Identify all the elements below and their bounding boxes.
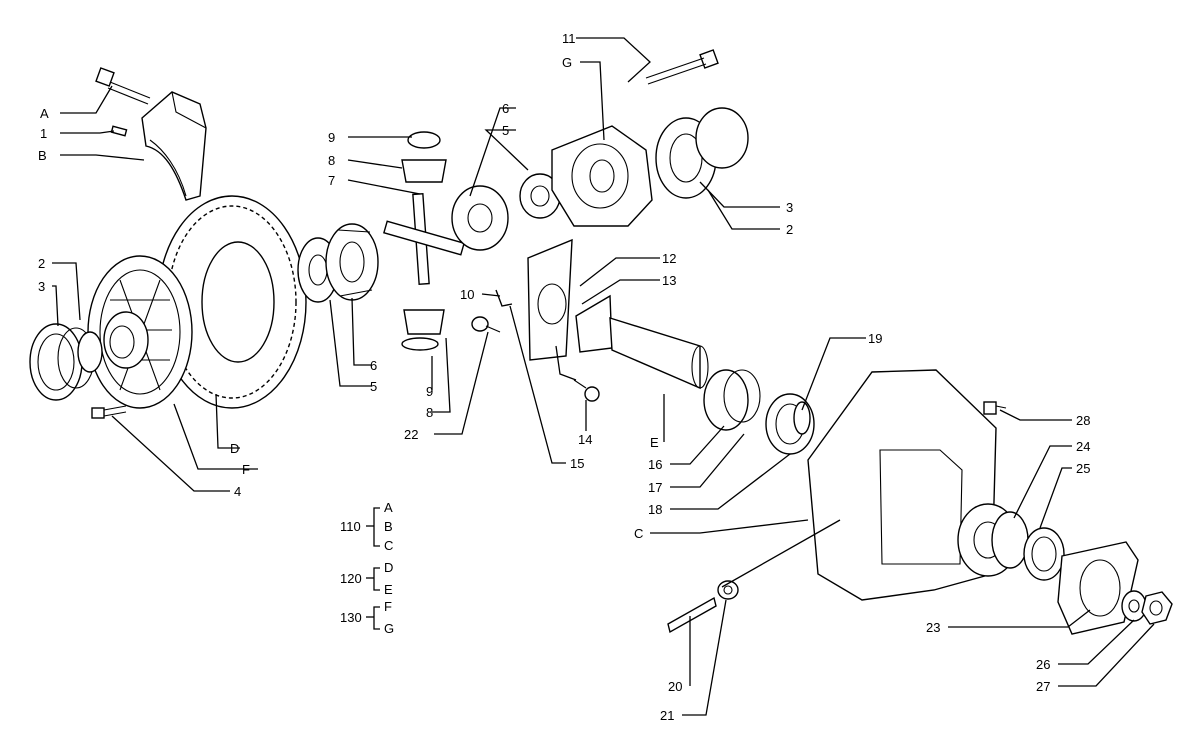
bolt-28 [983,401,1007,415]
label-26: 26 [1036,657,1050,672]
pinion-gear-upper [401,131,447,183]
bolt-4 [91,405,127,419]
bolt-a [95,67,151,105]
legend-code-110: 110 [340,519,361,534]
bearing-upper-right [655,107,749,199]
side-gear-left [297,223,379,303]
pinion-gear-lower [401,309,445,351]
legend-120: 120 D E [340,560,393,597]
label-9-upper: 9 [328,130,335,145]
label-6-right: 6 [502,101,509,116]
label-e: E [650,435,659,450]
label-15: 15 [570,456,584,471]
label-21: 21 [660,708,674,723]
callout-labels: A 1 B 2 3 4 F D 5 6 7 8 9 9 8 22 6 5 G 1… [38,31,1090,723]
label-1: 1 [40,126,47,141]
label-g: G [562,55,572,70]
legend-item-d: D [384,560,393,575]
nut-27 [1141,591,1173,625]
legend-item-b: B [384,519,393,534]
pin-1 [110,125,128,137]
legend-item-g: G [384,621,394,636]
legend-130: 130 F G [340,599,394,636]
stud-20 [667,596,717,634]
label-c: C [634,526,643,541]
side-gear-right [451,173,561,251]
label-d: D [230,441,239,456]
label-27: 27 [1036,679,1050,694]
label-6-left: 6 [370,358,377,373]
ring-gear-d [157,195,307,409]
label-24: 24 [1076,439,1090,454]
label-5-left: 5 [370,379,377,394]
label-16: 16 [648,457,662,472]
bearing-16-17 [703,369,761,431]
label-17: 17 [648,480,662,495]
label-20: 20 [668,679,682,694]
legend-item-a: A [384,500,393,515]
washer-26 [1121,590,1147,622]
case-half-g [551,125,653,227]
label-7: 7 [328,173,335,188]
label-f: F [242,462,250,477]
legend-item-e: E [384,582,393,597]
differential-case-f [87,255,193,409]
leader-lines [52,37,1155,716]
bolt-14 [573,379,600,402]
label-a: A [40,106,49,121]
drive-pinion-e [575,294,709,390]
label-9-lower: 9 [426,384,433,399]
lock-washer-10 [495,289,513,307]
label-2-right: 2 [786,222,793,237]
bearing-left [29,323,103,401]
bearing-cup-18-19 [765,393,815,455]
bracket-12 [527,238,573,361]
bolt-22 [471,316,501,333]
label-4: 4 [234,484,241,499]
legend-110: 110 A B C [340,500,393,553]
label-10: 10 [460,287,474,302]
spider-7 [383,193,465,285]
label-18: 18 [648,502,662,517]
flange-23 [1057,541,1139,635]
label-19: 19 [868,331,882,346]
label-12: 12 [662,251,676,266]
label-b: B [38,148,47,163]
label-14: 14 [578,432,592,447]
legend-item-f: F [384,599,392,614]
label-23: 23 [926,620,940,635]
label-11: 11 [562,31,576,46]
nut-21 [717,580,739,600]
label-8-upper: 8 [328,153,335,168]
label-2-left: 2 [38,256,45,271]
legend-code-130: 130 [340,610,362,625]
label-5-right: 5 [502,123,509,138]
bearing-24-25 [991,511,1065,581]
legend-code-120: 120 [340,571,362,586]
label-8-lower: 8 [426,405,433,420]
label-13: 13 [662,273,676,288]
label-25: 25 [1076,461,1090,476]
legend-item-c: C [384,538,393,553]
label-3-left: 3 [38,279,45,294]
label-3-right: 3 [786,200,793,215]
bolt-11 [645,49,719,85]
label-22: 22 [404,427,418,442]
bearing-cap-b [141,91,207,201]
label-28: 28 [1076,413,1090,428]
